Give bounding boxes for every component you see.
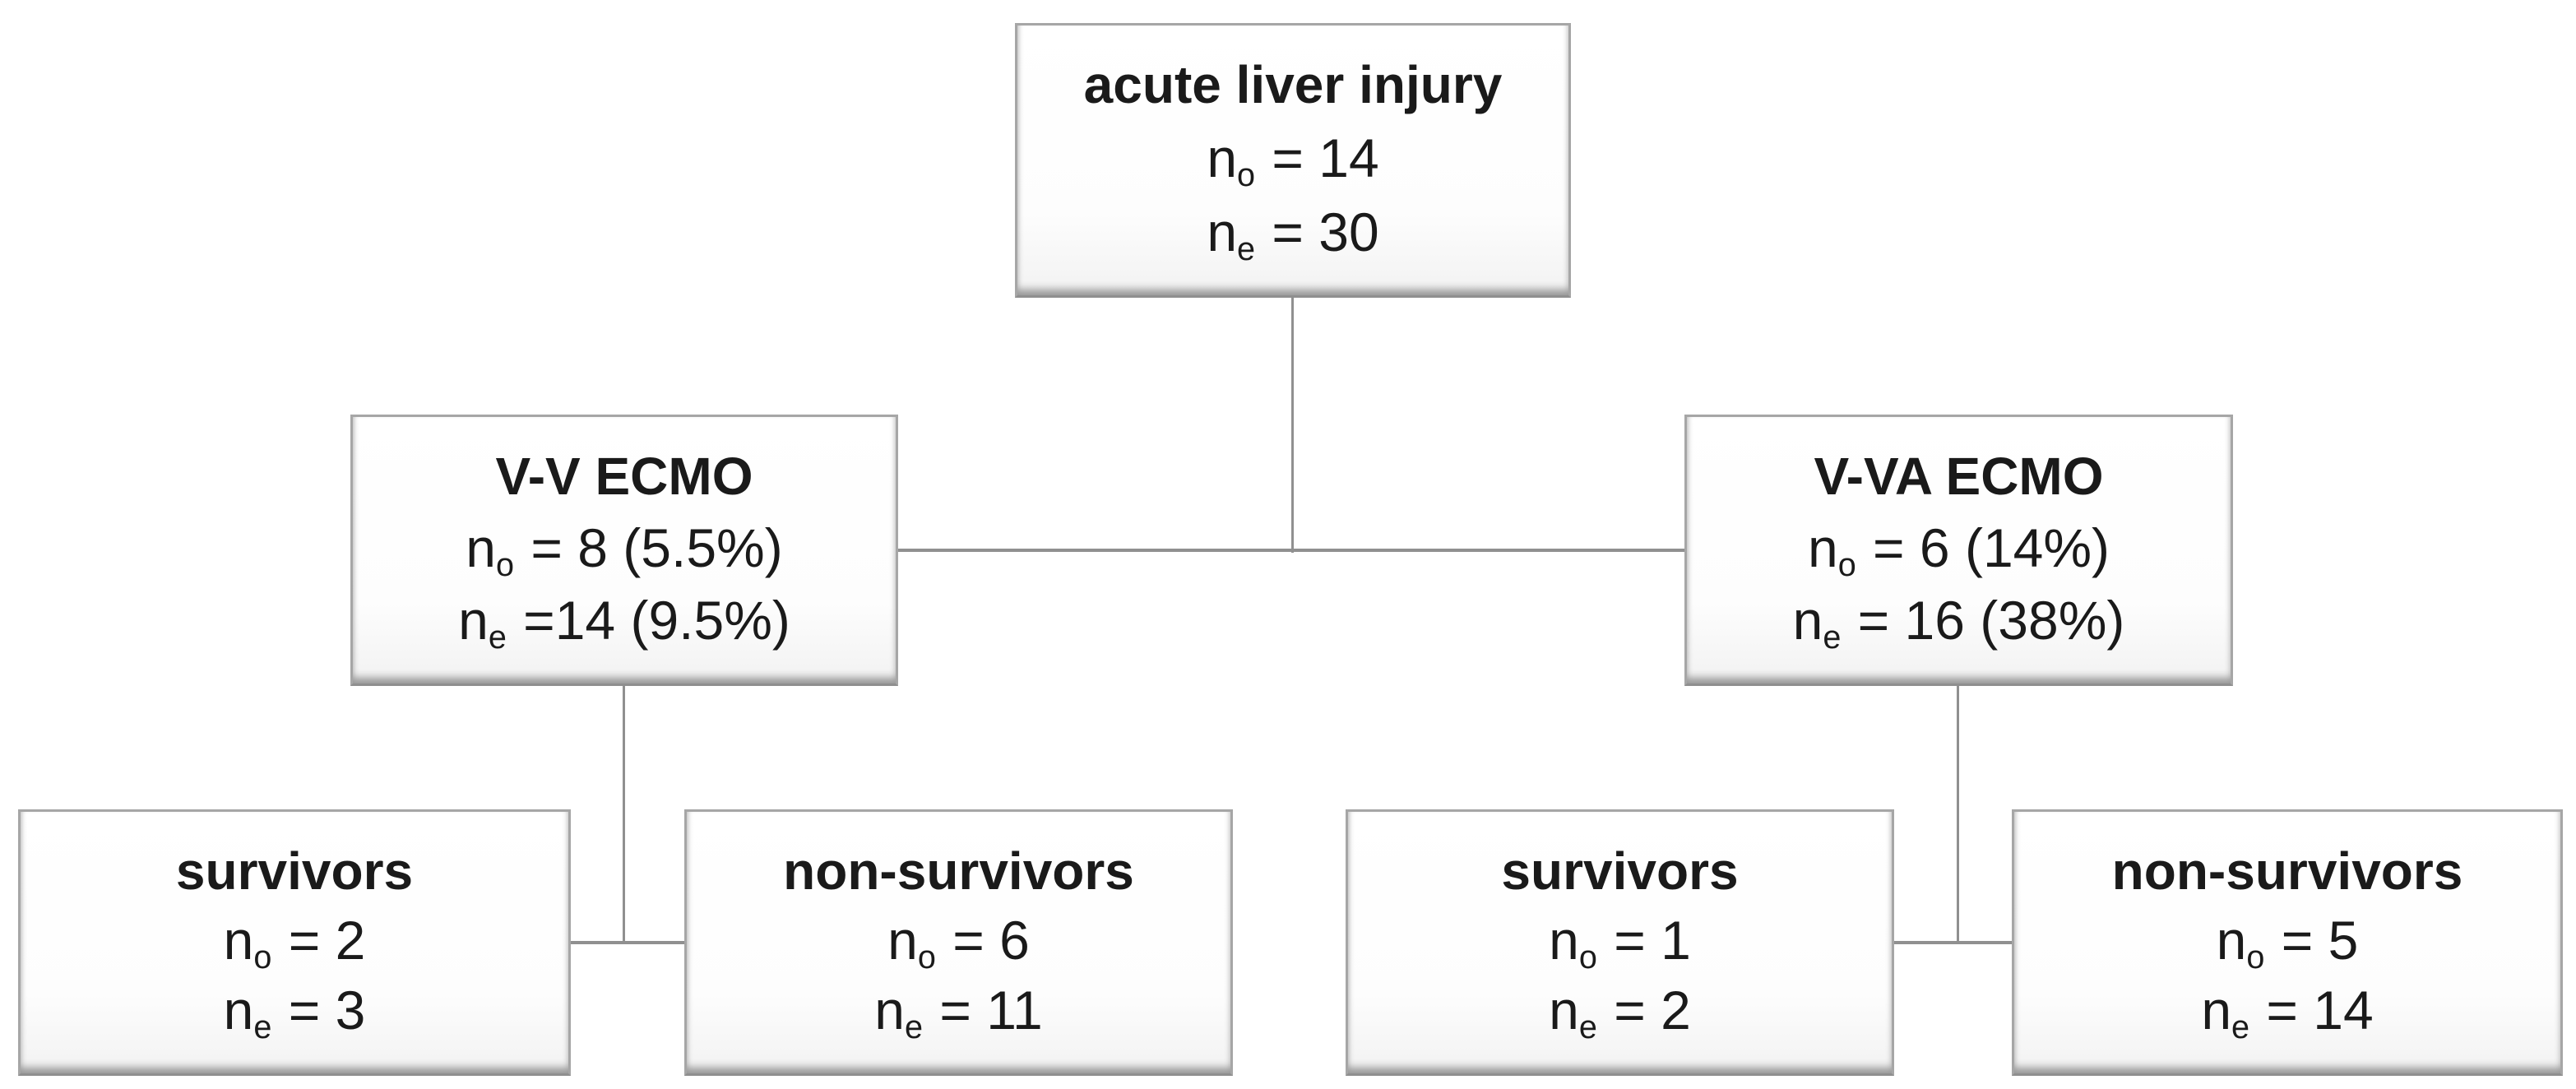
stat-base: n — [1549, 910, 1579, 971]
stat-value: = 6 — [937, 910, 1030, 971]
node-vva-ecmo-stat-ne: ne = 16 (38%) — [1793, 593, 2125, 654]
connector-ecmo-horizontal — [898, 549, 1684, 552]
node-vva-ecmo-title: V-VA ECMO — [1814, 447, 2104, 506]
stat-value: = 5 — [2266, 910, 2359, 971]
node-acute-liver-injury: acute liver injury no = 14 ne = 30 — [1015, 23, 1571, 298]
node-acute-liver-injury-title: acute liver injury — [1083, 55, 1503, 114]
stat-base: n — [1207, 202, 1238, 262]
connector-vva-vertical — [1957, 686, 1959, 944]
node-vv-ecmo-title: V-V ECMO — [495, 447, 753, 506]
stat-subscript: o — [1237, 157, 1256, 194]
stat-subscript: e — [904, 1009, 923, 1046]
stat-subscript: e — [1578, 1009, 1597, 1046]
node-vv-non-survivors-title: non-survivors — [783, 841, 1134, 901]
node-vv-survivors: survivors no = 2 ne = 3 — [18, 809, 571, 1076]
node-vv-ecmo: V-V ECMO no = 8 (5.5%) ne =14 (9.5%) — [350, 415, 898, 686]
stat-base: n — [874, 980, 905, 1040]
node-vva-survivors: survivors no = 1 ne = 2 — [1346, 809, 1894, 1076]
stat-base: n — [223, 980, 254, 1040]
node-vva-ecmo: V-VA ECMO no = 6 (14%) ne = 16 (38%) — [1684, 415, 2233, 686]
node-vva-non-survivors: non-survivors no = 5 ne = 14 — [2012, 809, 2563, 1076]
node-vv-survivors-title: survivors — [175, 841, 414, 901]
stat-subscript: o — [2246, 939, 2265, 976]
stat-subscript: o — [917, 939, 936, 976]
stat-base: n — [1792, 590, 1823, 651]
node-vva-survivors-title: survivors — [1501, 841, 1739, 901]
node-vv-survivors-stat-ne: ne = 3 — [223, 980, 366, 1044]
node-vva-survivors-stat-ne: ne = 2 — [1549, 980, 1691, 1044]
node-vva-non-survivors-stat-ne: ne = 14 — [2201, 980, 2374, 1044]
stat-base: n — [887, 910, 918, 971]
stat-value: = 16 (38%) — [1842, 590, 2125, 651]
connector-vva-children-horizontal — [1894, 941, 2012, 944]
stat-value: =14 (9.5%) — [507, 590, 790, 651]
stat-base: n — [1807, 517, 1838, 578]
stat-base: n — [223, 910, 254, 971]
node-vv-ecmo-stat-no: no = 8 (5.5%) — [466, 521, 782, 582]
stat-subscript: o — [496, 547, 515, 584]
node-acute-liver-injury-stat-ne: ne = 30 — [1207, 202, 1379, 266]
stat-subscript: e — [2231, 1009, 2250, 1046]
node-vv-non-survivors: non-survivors no = 6 ne = 11 — [684, 809, 1233, 1076]
node-vva-survivors-stat-no: no = 1 — [1549, 913, 1691, 974]
stat-subscript: o — [1578, 939, 1597, 976]
stat-value: = 8 (5.5%) — [516, 517, 783, 578]
stat-value: = 2 — [273, 910, 366, 971]
node-acute-liver-injury-stat-no: no = 14 — [1207, 131, 1378, 192]
stat-value: = 30 — [1257, 202, 1379, 262]
connector-vv-children-horizontal — [571, 941, 684, 944]
stat-value: = 11 — [924, 980, 1043, 1040]
stat-value: = 14 — [1257, 127, 1379, 188]
node-vv-non-survivors-stat-ne: ne = 11 — [874, 980, 1043, 1044]
connector-root-vertical — [1291, 298, 1294, 553]
stat-subscript: e — [1237, 231, 1256, 268]
stat-base: n — [2201, 980, 2232, 1040]
stat-subscript: e — [1823, 619, 1842, 656]
stat-value: = 3 — [273, 980, 366, 1040]
node-vv-ecmo-stat-ne: ne =14 (9.5%) — [458, 593, 790, 654]
stat-value: = 14 — [2251, 980, 2374, 1040]
node-vva-non-survivors-stat-no: no = 5 — [2217, 913, 2359, 974]
stat-base: n — [466, 517, 497, 578]
stat-value: = 6 (14%) — [1857, 517, 2110, 578]
node-vva-non-survivors-title: non-survivors — [2111, 841, 2463, 901]
stat-base: n — [458, 590, 489, 651]
stat-value: = 2 — [1598, 980, 1691, 1040]
node-vv-non-survivors-stat-no: no = 6 — [887, 913, 1030, 974]
node-vv-survivors-stat-no: no = 2 — [224, 913, 366, 974]
node-vva-ecmo-stat-no: no = 6 (14%) — [1808, 521, 2110, 582]
stat-subscript: e — [488, 619, 507, 656]
connector-vv-vertical — [623, 686, 625, 944]
stat-base: n — [2216, 910, 2247, 971]
stat-subscript: o — [253, 939, 272, 976]
stat-subscript: o — [1837, 547, 1856, 584]
stat-subscript: e — [253, 1009, 272, 1046]
stat-value: = 1 — [1598, 910, 1691, 971]
stat-base: n — [1207, 127, 1238, 188]
stat-base: n — [1549, 980, 1579, 1040]
